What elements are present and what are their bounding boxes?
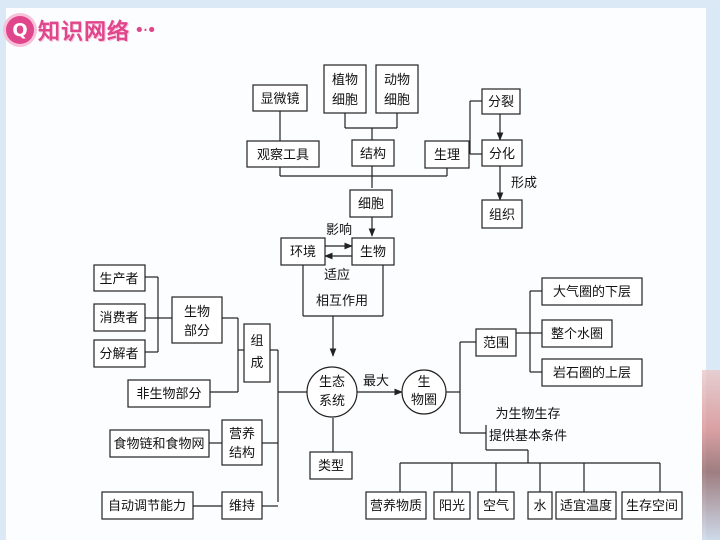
node-label: 细胞 [332,93,358,108]
node-label: 结构 [360,147,386,162]
node-lithosphere-upper: 岩石圈的上层 [541,358,643,387]
node-tissue: 组织 [481,199,523,229]
node-label: 水 [533,499,546,514]
node-label: 整个水圈 [551,327,603,342]
node-hydrosphere: 整个水圈 [541,319,613,348]
connector-lines [145,100,661,507]
label-adapt: 适应 [324,267,350,283]
node-label: 生 [417,375,430,390]
node-label: 类型 [318,459,344,474]
node-microscope: 显微镜 [252,84,308,112]
node-compose: 组 成 [243,323,271,383]
node-cond-space: 生存空间 [621,491,683,520]
node-self-regulation: 自动调节能力 [101,491,194,520]
node-label: 分解者 [99,347,138,362]
section-title: Q 知识网络 •·• [6,10,157,50]
node-types: 类型 [309,451,353,480]
node-division: 分裂 [481,88,521,115]
node-label: 大气圈的下层 [553,284,631,300]
node-label: 范围 [483,336,509,351]
node-plant-cell: 植物 细胞 [323,64,367,114]
node-observation-tool: 观察工具 [246,140,320,168]
node-label: 结构 [229,446,255,461]
node-cond-nutrients: 营养物质 [365,491,427,520]
label-influence: 影响 [326,222,352,238]
node-organism: 生物 [351,237,395,266]
node-ecosystem: 生态 系统 [306,366,358,418]
node-label: 分裂 [488,95,514,110]
node-label: 细胞 [358,197,384,212]
label-largest: 最大 [363,374,389,389]
node-decomposer: 分解者 [93,339,146,368]
label-forms: 形成 [511,176,537,191]
node-label: 非生物部分 [136,387,201,402]
node-atmosphere-lower: 大气圈的下层 [541,277,643,306]
node-label: 营养物质 [370,498,422,514]
node-label: 环境 [290,245,316,260]
node-label: 细胞 [384,93,410,108]
node-label: 维持 [229,499,255,514]
title-dots-icon: •·• [134,19,157,41]
node-label: 阳光 [439,499,465,514]
node-environment: 环境 [280,237,326,266]
node-bio-part: 生物 部分 [171,296,223,344]
node-label: 适宜温度 [560,498,612,514]
node-structure: 结构 [351,139,395,167]
node-label: 生理 [434,148,460,163]
node-label: 岩石圈的上层 [553,365,631,381]
node-label: 观察工具 [257,148,309,163]
node-label: 组织 [489,208,515,223]
node-label: 生物 [184,305,210,320]
title-badge-icon: Q [6,16,34,44]
label-interaction: 相互作用 [316,294,368,309]
node-maintain: 维持 [221,491,263,520]
node-label: 植物 [332,73,358,88]
node-label: 系统 [319,394,345,409]
node-label: 食物链和食物网 [113,436,204,452]
node-label: 消费者 [99,311,138,326]
node-label: 分化 [489,147,515,162]
node-provide-conditions: 为生物生存 提供基本条件 [485,407,567,451]
node-label: 提供基本条件 [489,428,567,444]
node-label: 为生物生存 [495,407,560,422]
side-decoration [702,370,720,540]
node-food-chain: 食物链和食物网 [109,429,210,458]
node-label: 动物 [384,73,410,88]
node-label: 组 [250,334,263,349]
node-label: 生态 [319,375,345,390]
node-label: 生物 [360,245,386,260]
node-label: 生存空间 [626,499,678,514]
node-label: 营养 [229,426,255,442]
node-cond-temp: 适宜温度 [555,491,617,520]
node-biosphere: 生 物圈 [401,369,447,415]
node-scope: 范围 [475,328,517,357]
section-title-text: 知识网络 [38,20,131,45]
node-cell: 细胞 [349,189,393,218]
node-cond-water: 水 [527,491,553,520]
node-cond-air: 空气 [477,491,515,520]
node-cond-sunlight: 阳光 [433,491,471,520]
node-animal-cell: 动物 细胞 [375,64,419,114]
node-label: 空气 [483,498,509,514]
node-producer: 生产者 [93,264,146,292]
node-nutrition-structure: 营养 结构 [221,419,263,466]
node-label: 成 [250,356,263,371]
node-nonbio-part: 非生物部分 [127,379,211,408]
node-physiology: 生理 [424,140,470,169]
node-label: 物圈 [411,393,437,408]
node-consumer: 消费者 [93,303,146,332]
node-differentiation: 分化 [481,139,523,167]
node-label: 生产者 [99,272,138,287]
node-label: 自动调节能力 [108,499,186,514]
node-label: 显微镜 [260,92,299,107]
node-label: 部分 [184,324,210,339]
